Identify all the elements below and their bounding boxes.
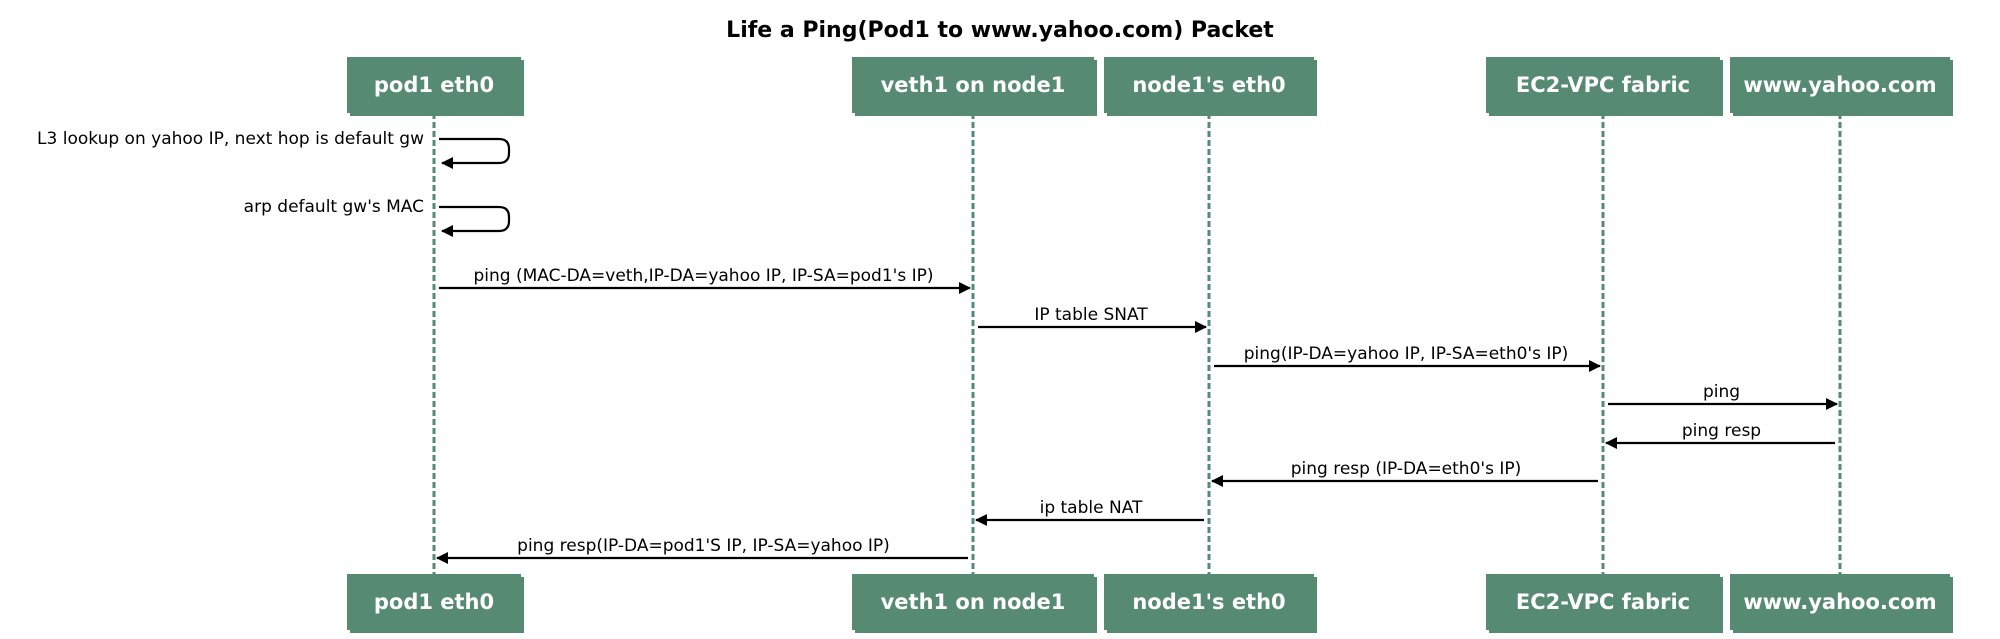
participant-box [1104,57,1314,113]
participant-label: node1's eth0 [1132,73,1285,97]
participant-label: pod1 eth0 [374,590,494,614]
participant-label: www.yahoo.com [1743,73,1936,97]
self-message-arrow [439,137,511,169]
participant-bottom: veth1 on node1 [852,574,1097,633]
participant-label: EC2-VPC fabric [1516,590,1690,614]
message-label: ping resp [1682,421,1761,441]
message: ping resp [1605,421,1835,449]
message-label: ping resp(IP-DA=pod1'S IP, IP-SA=yahoo I… [517,536,890,556]
participant-label: pod1 eth0 [374,73,494,97]
message: ping(IP-DA=yahoo IP, IP-SA=eth0's IP) [1214,344,1601,372]
participant-top: pod1 eth0 [347,57,524,116]
participant-top: node1's eth0 [1104,57,1317,116]
message-label: ping [1703,382,1740,402]
participant-box [1486,574,1720,630]
message: L3 lookup on yahoo IP, next hop is defau… [37,129,511,169]
participant-top: veth1 on node1 [852,57,1097,116]
participant-box [1486,57,1720,113]
self-message-arrow [439,205,511,237]
participant-box [852,574,1094,630]
participant-label: veth1 on node1 [881,590,1066,614]
participants-bottom: pod1 eth0 veth1 on node1 node1's eth0 EC2-V… [347,574,1953,633]
message: ping resp (IP-DA=eth0's IP) [1211,459,1598,487]
message-label: IP table SNAT [1034,305,1148,325]
participant-bottom: pod1 eth0 [347,574,524,633]
message: ping (MAC-DA=veth,IP-DA=yahoo IP, IP-SA=… [439,266,971,294]
participant-box [347,574,521,630]
participant-label: www.yahoo.com [1743,590,1936,614]
message-label: ping(IP-DA=yahoo IP, IP-SA=eth0's IP) [1244,344,1569,364]
diagram-title: Life a Ping(Pod1 to www.yahoo.com) Packe… [726,18,1274,43]
message-label: ping resp (IP-DA=eth0's IP) [1291,459,1521,479]
message-label: arp default gw's MAC [244,197,424,217]
message: ip table NAT [975,498,1204,526]
participant-label: EC2-VPC fabric [1516,73,1690,97]
participant-box [1730,57,1950,113]
participant-top: EC2-VPC fabric [1486,57,1723,116]
message-label: L3 lookup on yahoo IP, next hop is defau… [37,129,424,149]
message-label: ping (MAC-DA=veth,IP-DA=yahoo IP, IP-SA=… [473,266,933,286]
participant-bottom: EC2-VPC fabric [1486,574,1723,633]
participant-bottom: www.yahoo.com [1730,574,1953,633]
participant-label: node1's eth0 [1132,590,1285,614]
participant-box [1104,574,1314,630]
participants-top: pod1 eth0 veth1 on node1 node1's eth0 EC2-V… [347,57,1953,116]
message: ping resp(IP-DA=pod1'S IP, IP-SA=yahoo I… [436,536,968,564]
message-label: ip table NAT [1040,498,1143,518]
messages: L3 lookup on yahoo IP, next hop is defau… [37,129,1838,564]
participant-bottom: node1's eth0 [1104,574,1317,633]
message: arp default gw's MAC [244,197,511,237]
participant-label: veth1 on node1 [881,73,1066,97]
participant-box [852,57,1094,113]
message: ping [1608,382,1838,410]
message: IP table SNAT [978,305,1207,333]
lifelines [432,113,1842,574]
participant-box [1730,574,1950,630]
participant-box [347,57,521,113]
participant-top: www.yahoo.com [1730,57,1953,116]
